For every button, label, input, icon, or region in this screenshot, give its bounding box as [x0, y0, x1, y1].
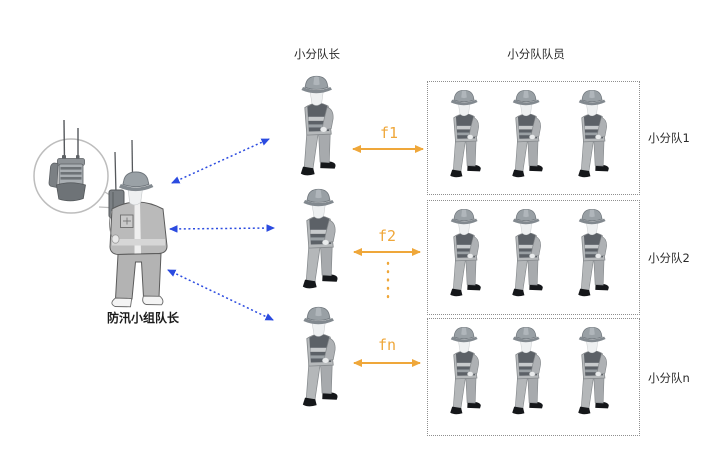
member-figure	[439, 324, 489, 424]
member-figure	[439, 87, 489, 187]
group-leader-label: 防汛小组队长	[106, 311, 180, 325]
member-figure	[501, 206, 551, 306]
member-figure	[567, 206, 617, 306]
member-figure	[567, 324, 617, 424]
member-figure	[567, 87, 617, 187]
group-leader-icon	[108, 139, 168, 308]
group-leader-figure	[33, 119, 168, 308]
team-box-1	[427, 81, 640, 195]
flow-label-f1: f1	[379, 124, 399, 142]
flow-label-f2: f2	[377, 227, 397, 245]
flow-label-fn: fn	[377, 336, 397, 354]
team-members-header: 小分队队员	[507, 47, 565, 61]
team-label-1: 小分队1	[648, 131, 690, 145]
team-leader-figure-1	[288, 73, 345, 186]
member-figure	[501, 87, 551, 187]
portable-radio-icon	[48, 119, 86, 202]
member-figure	[501, 324, 551, 424]
team-leaders-header: 小分队长	[294, 47, 340, 61]
team-box-2	[427, 200, 640, 315]
magnifier-circle	[33, 119, 118, 214]
team-label-n: 小分队n	[648, 371, 690, 385]
team-leader-figure-3	[290, 304, 347, 417]
member-figure	[439, 206, 489, 306]
team-box-n	[427, 318, 640, 436]
team-leader-figure-2	[290, 186, 347, 299]
team-label-2: 小分队2	[648, 251, 690, 265]
